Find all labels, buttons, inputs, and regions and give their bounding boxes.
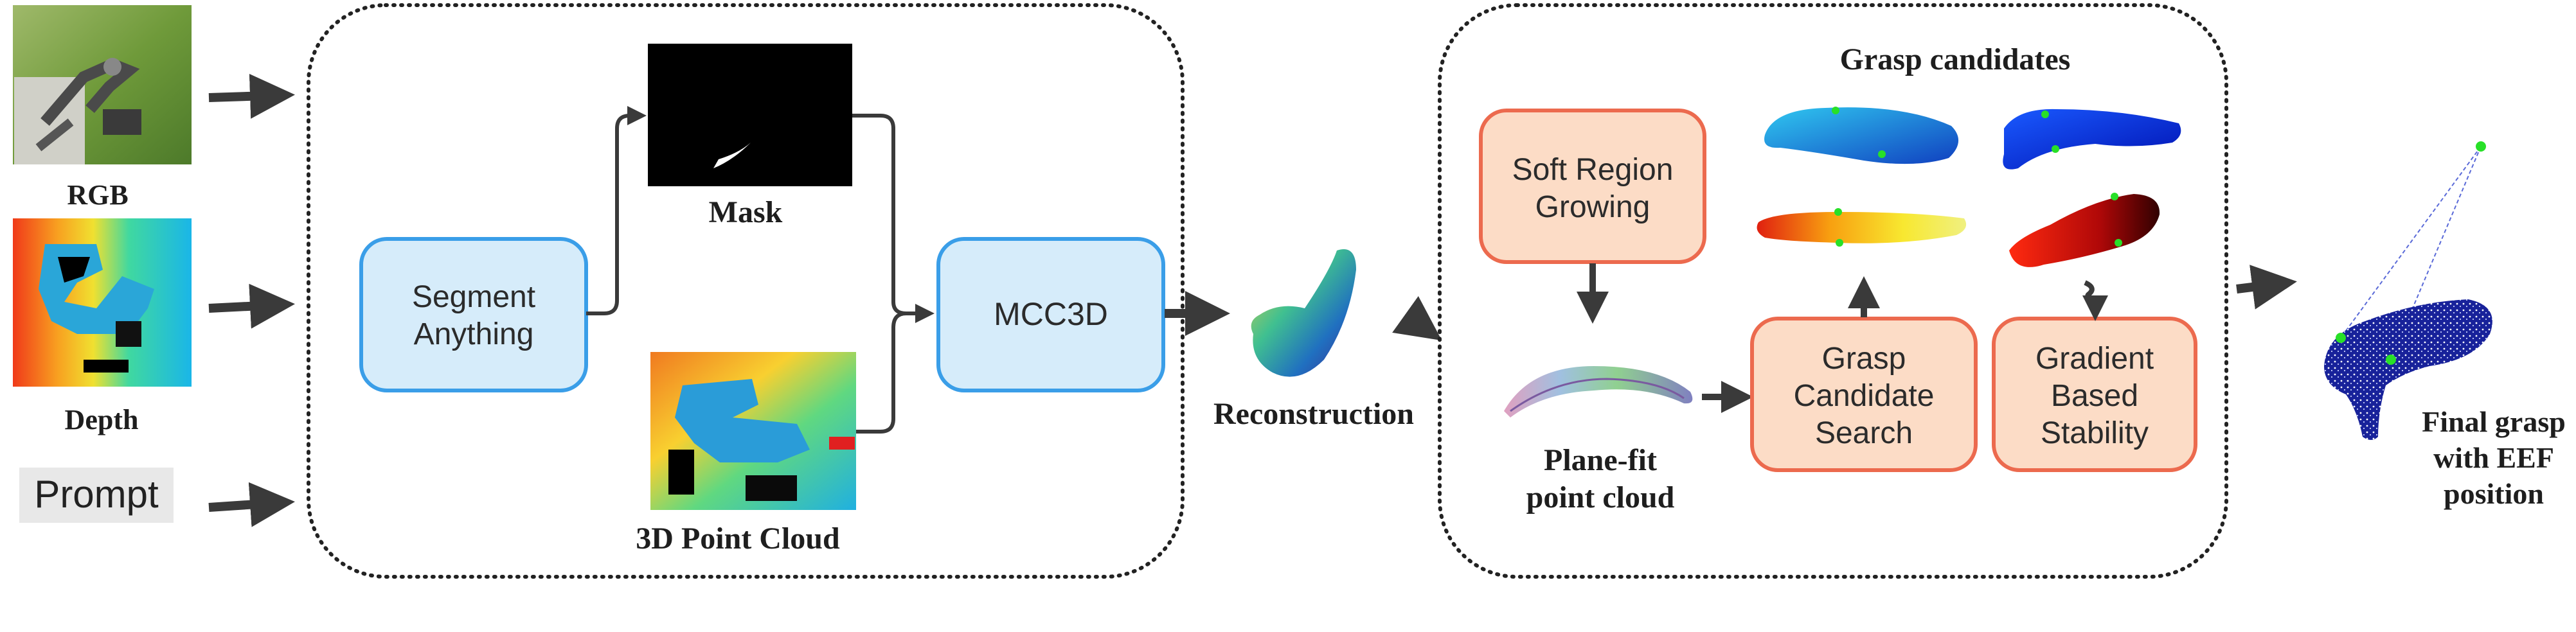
- reconstruction-label: Reconstruction: [1213, 397, 1414, 431]
- plane-fit-point-cloud-image: [1504, 366, 1693, 417]
- mask-to-mcc3d-arrow: [852, 114, 935, 323]
- rgb-arrow: [208, 73, 295, 119]
- rgb-image: [13, 5, 192, 164]
- gradient-based-stability-box: Gradient Based Stability: [1992, 317, 2197, 472]
- segment-anything-label-line1: Segment: [412, 280, 535, 314]
- reconstruction-to-grasp-arrow: [1392, 295, 1442, 341]
- gradient-label-line1: Gradient: [2035, 342, 2154, 376]
- depth-label: Depth: [65, 404, 139, 435]
- grasp-candidate-dark-blue: [2003, 109, 2181, 170]
- gradient-label-line3: Stability: [2041, 416, 2149, 450]
- point-cloud-image: [650, 352, 856, 510]
- grasp-search-label-line2: Candidate: [1794, 379, 1935, 413]
- prompt-badge: Prompt: [19, 468, 174, 523]
- mcc3d-label: MCC3D: [994, 296, 1108, 332]
- segment-to-mask-arrow: [586, 106, 647, 315]
- depth-image: [13, 218, 192, 387]
- final-grasp-visual: [2324, 141, 2492, 440]
- reconstruction-shape: [1251, 249, 1356, 377]
- grasp-candidate-search-box: Grasp Candidate Search: [1750, 317, 1978, 472]
- pointcloud-to-mcc3d-arrow: [856, 312, 907, 434]
- segment-anything-label-line2: Anything: [414, 317, 534, 351]
- mask-image: [648, 44, 852, 186]
- prompt-label: Prompt: [34, 473, 159, 516]
- prompt-arrow: [208, 482, 295, 527]
- segmentation-stage-container: [307, 3, 1185, 579]
- grasp-to-final-arrow: [2236, 265, 2297, 310]
- grasp-candidate-red: [2009, 193, 2160, 267]
- gradient-label-line2: Based: [2051, 379, 2138, 413]
- grasp-candidate-yellow: [1757, 208, 1967, 247]
- final-label-line3: position: [2444, 477, 2544, 510]
- grasp-search-label-line1: Grasp: [1822, 342, 1906, 376]
- plane-fit-label-line2: point cloud: [1526, 480, 1675, 514]
- grasp-stage-container: [1438, 3, 2228, 579]
- grasp-candidate-blue: [1764, 107, 1959, 164]
- grasp-candidates-label: Grasp candidates: [1840, 42, 2071, 76]
- plane-fit-label-line1: Plane-fit: [1544, 443, 1657, 477]
- grasp-search-label-line3: Search: [1815, 416, 1913, 450]
- segment-anything-box: Segment Anything: [359, 237, 588, 392]
- mcc3d-box: MCC3D: [936, 237, 1165, 392]
- rgb-label: RGB: [67, 179, 128, 211]
- soft-region-label-line2: Growing: [1535, 190, 1650, 224]
- depth-arrow: [208, 283, 295, 329]
- soft-region-growing-box: Soft Region Growing: [1479, 109, 1706, 264]
- point-cloud-label: 3D Point Cloud: [636, 522, 840, 556]
- final-label-line1: Final grasp: [2422, 405, 2566, 438]
- final-label-line2: with EEF: [2433, 441, 2554, 474]
- soft-region-label-line1: Soft Region: [1512, 153, 1674, 187]
- mask-label: Mask: [709, 195, 783, 229]
- candidates-to-stability-arrow: [2082, 280, 2108, 321]
